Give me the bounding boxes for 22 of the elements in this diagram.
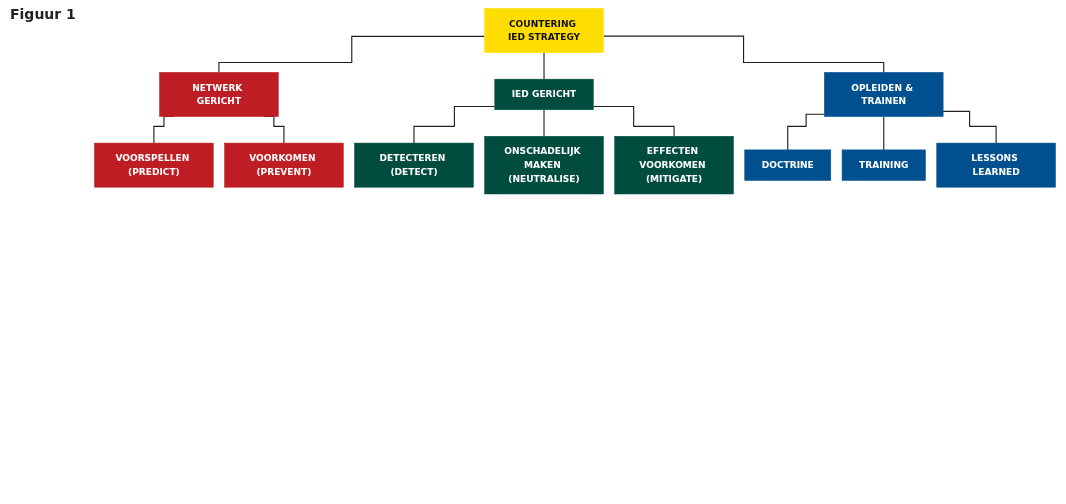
node-box: DETECTEREN (DETECT) [354, 142, 474, 188]
connector [413, 106, 496, 144]
connector [218, 35, 486, 73]
node-box: LESSONS LEARNED [936, 142, 1056, 188]
connector [883, 115, 885, 151]
connector [942, 110, 997, 144]
node-box: IED GERICHT [494, 78, 594, 110]
node-box: OPLEIDEN & TRAINEN [824, 72, 944, 117]
connector [543, 52, 545, 80]
node-box: EFFECTEN VOORKOMEN (MITIGATE) [614, 136, 734, 195]
connector [543, 109, 545, 137]
node-box: TRAINING [841, 149, 926, 181]
node-box: COUNTERING IED STRATEGY [484, 8, 604, 53]
node-box: DOCTRINE [744, 149, 832, 181]
node-box: VOORKOMEN (PREVENT) [224, 142, 344, 188]
connector [592, 106, 675, 137]
connector [787, 113, 825, 151]
node-box: NETWERK GERICHT [159, 72, 279, 117]
node-box: ONSCHADELIJK MAKEN (NEUTRALISE) [484, 136, 604, 195]
figure-title: Figuur 1 [10, 6, 76, 22]
node-box: VOORSPELLEN (PREDICT) [94, 142, 214, 188]
connector [602, 35, 885, 73]
